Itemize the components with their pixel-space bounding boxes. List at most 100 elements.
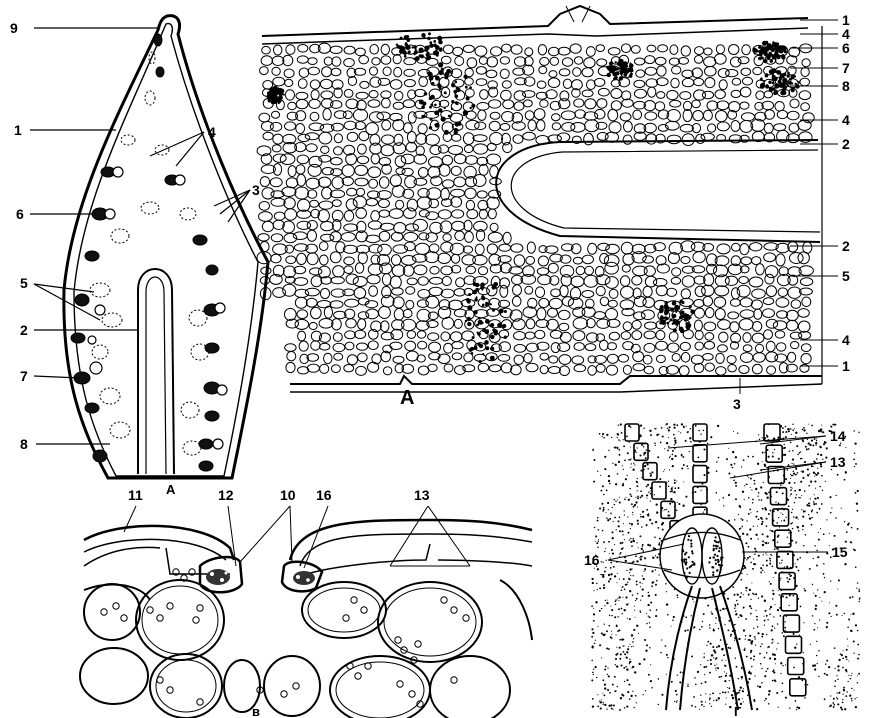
mesophyll-cell bbox=[310, 268, 322, 275]
stipple-dot bbox=[812, 584, 813, 585]
mesophyll-cell bbox=[286, 178, 298, 188]
stipple-dot bbox=[729, 680, 730, 681]
mesophyll-cell bbox=[341, 233, 355, 242]
vascular-bundle-dot bbox=[406, 45, 411, 50]
stipple-dot bbox=[740, 527, 741, 528]
stipple-dot bbox=[826, 674, 828, 676]
vascular-bundle-dot bbox=[760, 51, 762, 53]
mesophyll-cell bbox=[305, 288, 319, 296]
mesophyll-cell bbox=[693, 111, 703, 121]
stipple-dot bbox=[761, 682, 763, 684]
stipple-dot bbox=[762, 540, 764, 542]
stipple-dot bbox=[656, 511, 658, 513]
stipple-dot bbox=[619, 709, 621, 711]
vascular-bundle-dot bbox=[482, 304, 485, 307]
stipple-dot bbox=[664, 469, 665, 470]
stipple-dot bbox=[761, 437, 762, 438]
cross-label-7: 7 bbox=[842, 60, 850, 76]
mesophyll-cell bbox=[453, 47, 463, 55]
stipple-dot bbox=[782, 514, 783, 515]
mesophyll-cell bbox=[405, 341, 416, 351]
vascular-bundle-dot bbox=[783, 73, 786, 76]
chloroplast bbox=[167, 687, 173, 693]
mesophyll-cell bbox=[438, 253, 451, 263]
stipple-dot bbox=[799, 557, 801, 559]
vascular-bundle-dot bbox=[451, 100, 454, 103]
mesophyll-cell bbox=[473, 255, 487, 265]
vascular-bundle-dot bbox=[629, 63, 634, 68]
stoma-dot bbox=[713, 545, 715, 547]
stipple-dot bbox=[855, 624, 857, 626]
mesophyll-cell bbox=[573, 331, 585, 341]
vascular-bundle-dot bbox=[426, 53, 430, 57]
stipple-dot bbox=[711, 611, 712, 612]
stoma-dot bbox=[720, 559, 722, 561]
mesophyll-cell bbox=[715, 286, 729, 296]
stipple-dot bbox=[617, 448, 619, 450]
stipple-dot bbox=[640, 496, 642, 498]
vascular-bundle-dot bbox=[472, 336, 475, 339]
stipple-dot bbox=[667, 614, 669, 616]
stipple-dot bbox=[749, 635, 751, 637]
mesophyll-cell bbox=[307, 221, 317, 230]
mesophyll-cell bbox=[480, 90, 489, 100]
mesophyll-cell bbox=[559, 323, 569, 330]
vascular-bundle-dot bbox=[502, 324, 506, 328]
vascular-bundle-dot bbox=[763, 80, 765, 82]
stipple-dot bbox=[674, 444, 675, 445]
vascular-bundle-dot bbox=[624, 67, 627, 70]
vascular-bundle-dot bbox=[759, 53, 763, 57]
vascular-bundle-dot bbox=[485, 346, 489, 350]
mesophyll-cell bbox=[320, 79, 332, 88]
stipple-dot bbox=[614, 504, 616, 506]
stipple-dot bbox=[701, 704, 703, 706]
mesophyll-cell bbox=[643, 256, 654, 263]
stipple-dot bbox=[604, 687, 606, 689]
mesophyll-cell bbox=[528, 120, 536, 131]
stipple-dot bbox=[711, 613, 713, 615]
mesophyll-cell bbox=[705, 333, 714, 341]
stipple-dot bbox=[816, 440, 817, 441]
stipple-dot bbox=[690, 441, 692, 443]
stipple-dot bbox=[761, 595, 763, 597]
stipple-dot bbox=[691, 615, 692, 616]
stipple-dot bbox=[820, 465, 822, 467]
stipple-dot bbox=[606, 560, 607, 561]
stipple-dot bbox=[619, 553, 621, 555]
stipple-dot bbox=[802, 429, 804, 431]
stipple-dot bbox=[799, 497, 801, 499]
mesophyll-cell bbox=[455, 57, 464, 66]
stipple-dot bbox=[629, 572, 630, 573]
stipple-dot bbox=[707, 605, 709, 607]
mesophyll-cell bbox=[271, 254, 281, 263]
vascular-bundle-dot bbox=[275, 88, 278, 91]
stipple-dot bbox=[595, 601, 597, 603]
mesophyll-cell bbox=[406, 287, 415, 295]
vascular-bundle-dot bbox=[421, 115, 424, 118]
stipple-dot bbox=[800, 451, 801, 452]
stipple-dot bbox=[624, 539, 625, 540]
mesophyll-cell bbox=[283, 221, 295, 233]
stipple-dot bbox=[619, 596, 621, 598]
mesophyll-cell bbox=[766, 319, 777, 328]
epidermal-cell bbox=[783, 615, 799, 632]
stipple-dot bbox=[743, 701, 744, 702]
vascular-bundle-dot bbox=[766, 49, 769, 52]
stipple-dot bbox=[776, 648, 777, 649]
mesophyll-cell bbox=[636, 70, 645, 77]
mesophyll-cell bbox=[548, 263, 558, 273]
stipple-dot bbox=[764, 700, 765, 701]
stipple-dot bbox=[816, 512, 818, 514]
stipple-dot bbox=[601, 632, 603, 634]
stipple-dot bbox=[795, 497, 797, 499]
stoma-dot bbox=[692, 564, 694, 566]
stipple-dot bbox=[630, 538, 632, 540]
mesophyll-cell bbox=[738, 57, 749, 64]
stoma-dot bbox=[718, 550, 720, 552]
panel-a-label-7: 7 bbox=[20, 368, 28, 384]
stipple-dot bbox=[798, 497, 799, 498]
stipple-dot bbox=[610, 512, 611, 513]
mesophyll-cell bbox=[333, 343, 345, 351]
mesophyll-cell bbox=[285, 79, 293, 86]
stipple-dot bbox=[836, 675, 837, 676]
